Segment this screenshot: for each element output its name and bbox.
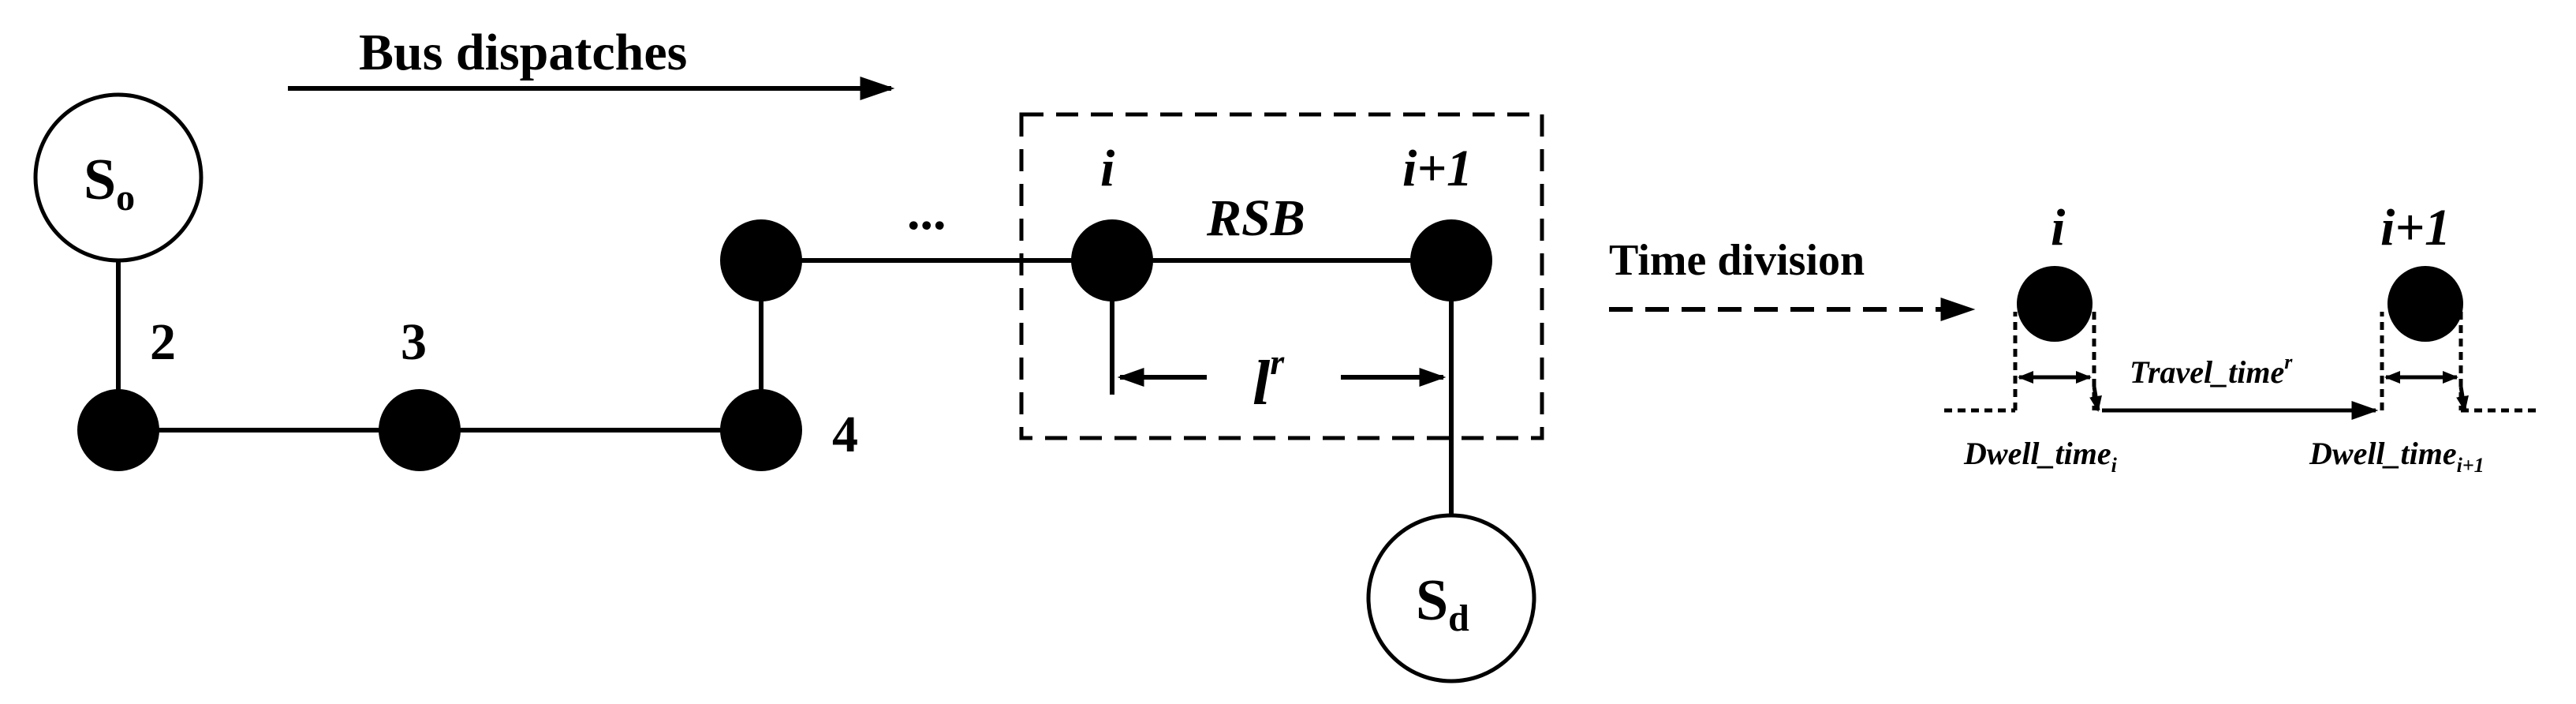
segment-length-dimension <box>1117 368 1447 387</box>
time-stop-i1-node <box>2387 266 2463 342</box>
stop-i1-node <box>1410 219 1492 301</box>
bus-dispatches-label: Bus dispatches <box>359 24 687 81</box>
rsb-label: RSB <box>1206 189 1305 247</box>
stop-i1-label: i+1 <box>1402 140 1473 197</box>
stop-i-node <box>1071 219 1153 301</box>
time-diagram: i i+1 Travel_timer Dwell_timei Dwell_tim… <box>1944 199 2536 477</box>
time-stop-i1-label: i+1 <box>2380 199 2451 257</box>
stop-5-node <box>720 219 802 301</box>
time-stop-i-node <box>2017 266 2093 342</box>
length-label: lr <box>1253 342 1285 418</box>
stop-i-label: i <box>1100 140 1115 197</box>
travel-time-label: Travel_timer <box>2130 350 2293 390</box>
time-division-label: Time division <box>1609 236 1865 285</box>
svg-text:So: So <box>84 148 135 219</box>
svg-text:Sd: Sd <box>1416 568 1469 639</box>
dwell-time-i1-label: Dwell_timei+1 <box>2309 436 2485 477</box>
stop-label-4: 4 <box>832 406 858 463</box>
rsb-box <box>1019 112 1544 440</box>
stop-2-node <box>77 389 159 471</box>
stop-label-2: 2 <box>150 313 176 371</box>
ellipsis-label: ... <box>907 183 946 241</box>
destination-station: Sd <box>1366 513 1536 683</box>
origin-station: So <box>33 92 203 263</box>
stop-3-node <box>379 389 461 471</box>
stop-4-node <box>720 389 802 471</box>
time-stop-i-label: i <box>2051 199 2066 257</box>
dwell-time-i-label: Dwell_timei <box>1963 436 2118 477</box>
stop-label-3: 3 <box>401 313 427 371</box>
